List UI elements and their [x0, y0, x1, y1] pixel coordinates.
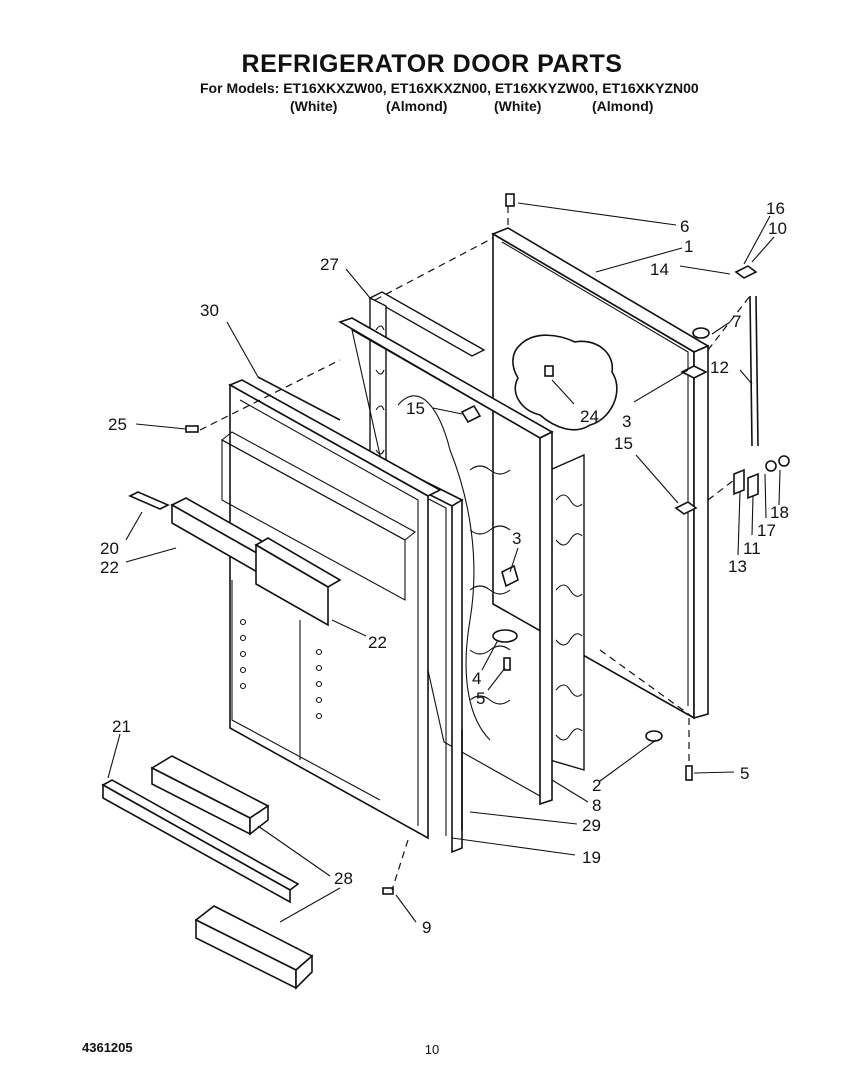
- callout-6: 6: [680, 217, 689, 236]
- leader-lines: [107, 202, 781, 923]
- shelf-support-holes: [239, 618, 323, 720]
- outer-door-panel: [491, 227, 710, 720]
- callout-18: 18: [770, 503, 789, 522]
- bottom-trim: [101, 779, 300, 904]
- callout-11: 11: [743, 539, 761, 558]
- callout-15-left: 15: [406, 399, 425, 418]
- callout-1: 1: [684, 237, 693, 256]
- door-shelf: [170, 497, 342, 627]
- color-label: (Almond): [592, 98, 654, 114]
- part-number: 4361205: [82, 1040, 133, 1055]
- callout-13: 13: [728, 557, 747, 576]
- callout-24: 24: [580, 407, 599, 426]
- callout-15-right: 15: [614, 434, 633, 453]
- callout-12: 12: [710, 358, 729, 377]
- hinge-hardware: [460, 265, 790, 588]
- callout-3-top: 3: [622, 412, 631, 431]
- callout-19: 19: [582, 848, 601, 867]
- callout-9: 9: [422, 918, 431, 937]
- callout-30: 30: [200, 301, 219, 320]
- callout-10: 10: [768, 219, 787, 238]
- alignment-lines: [199, 206, 751, 891]
- callout-21: 21: [112, 717, 131, 736]
- callout-17: 17: [757, 521, 776, 540]
- callout-3-mid: 3: [512, 529, 521, 548]
- callout-25: 25: [108, 415, 127, 434]
- callout-20: 20: [100, 539, 119, 558]
- callout-7: 7: [732, 312, 741, 331]
- screw-fastener: [185, 193, 693, 895]
- callout-16: 16: [766, 199, 785, 218]
- models-line: For Models: ET16XKXZW00, ET16XKXZN00, ET…: [200, 80, 699, 96]
- door-liner: [338, 317, 554, 806]
- callout-4: 4: [472, 669, 481, 688]
- callout-29: 29: [582, 816, 601, 835]
- callout-14: 14: [650, 260, 669, 279]
- callout-2: 2: [592, 776, 601, 795]
- callout-28: 28: [334, 869, 353, 888]
- color-label: (White): [290, 98, 338, 114]
- callout-labels: 6 1 16 10 14 7 12 3 24 15 18 17 11 13 27…: [100, 199, 789, 937]
- color-label: (White): [494, 98, 542, 114]
- callout-5-mid: 5: [476, 689, 485, 708]
- shelf-retainer-bar: [128, 376, 341, 510]
- page-title: REFRIGERATOR DOOR PARTS: [241, 50, 623, 78]
- callout-22-right: 22: [368, 633, 387, 652]
- callout-5-right: 5: [740, 764, 749, 783]
- callout-8: 8: [592, 796, 601, 815]
- color-legend: (White) (Almond) (White) (Almond): [0, 98, 864, 116]
- page-number: 10: [424, 1042, 440, 1057]
- callout-27: 27: [320, 255, 339, 274]
- door-bin: [150, 755, 314, 990]
- callout-22-left: 22: [100, 558, 119, 577]
- inner-door-liner: [221, 379, 442, 840]
- color-label: (Almond): [386, 98, 448, 114]
